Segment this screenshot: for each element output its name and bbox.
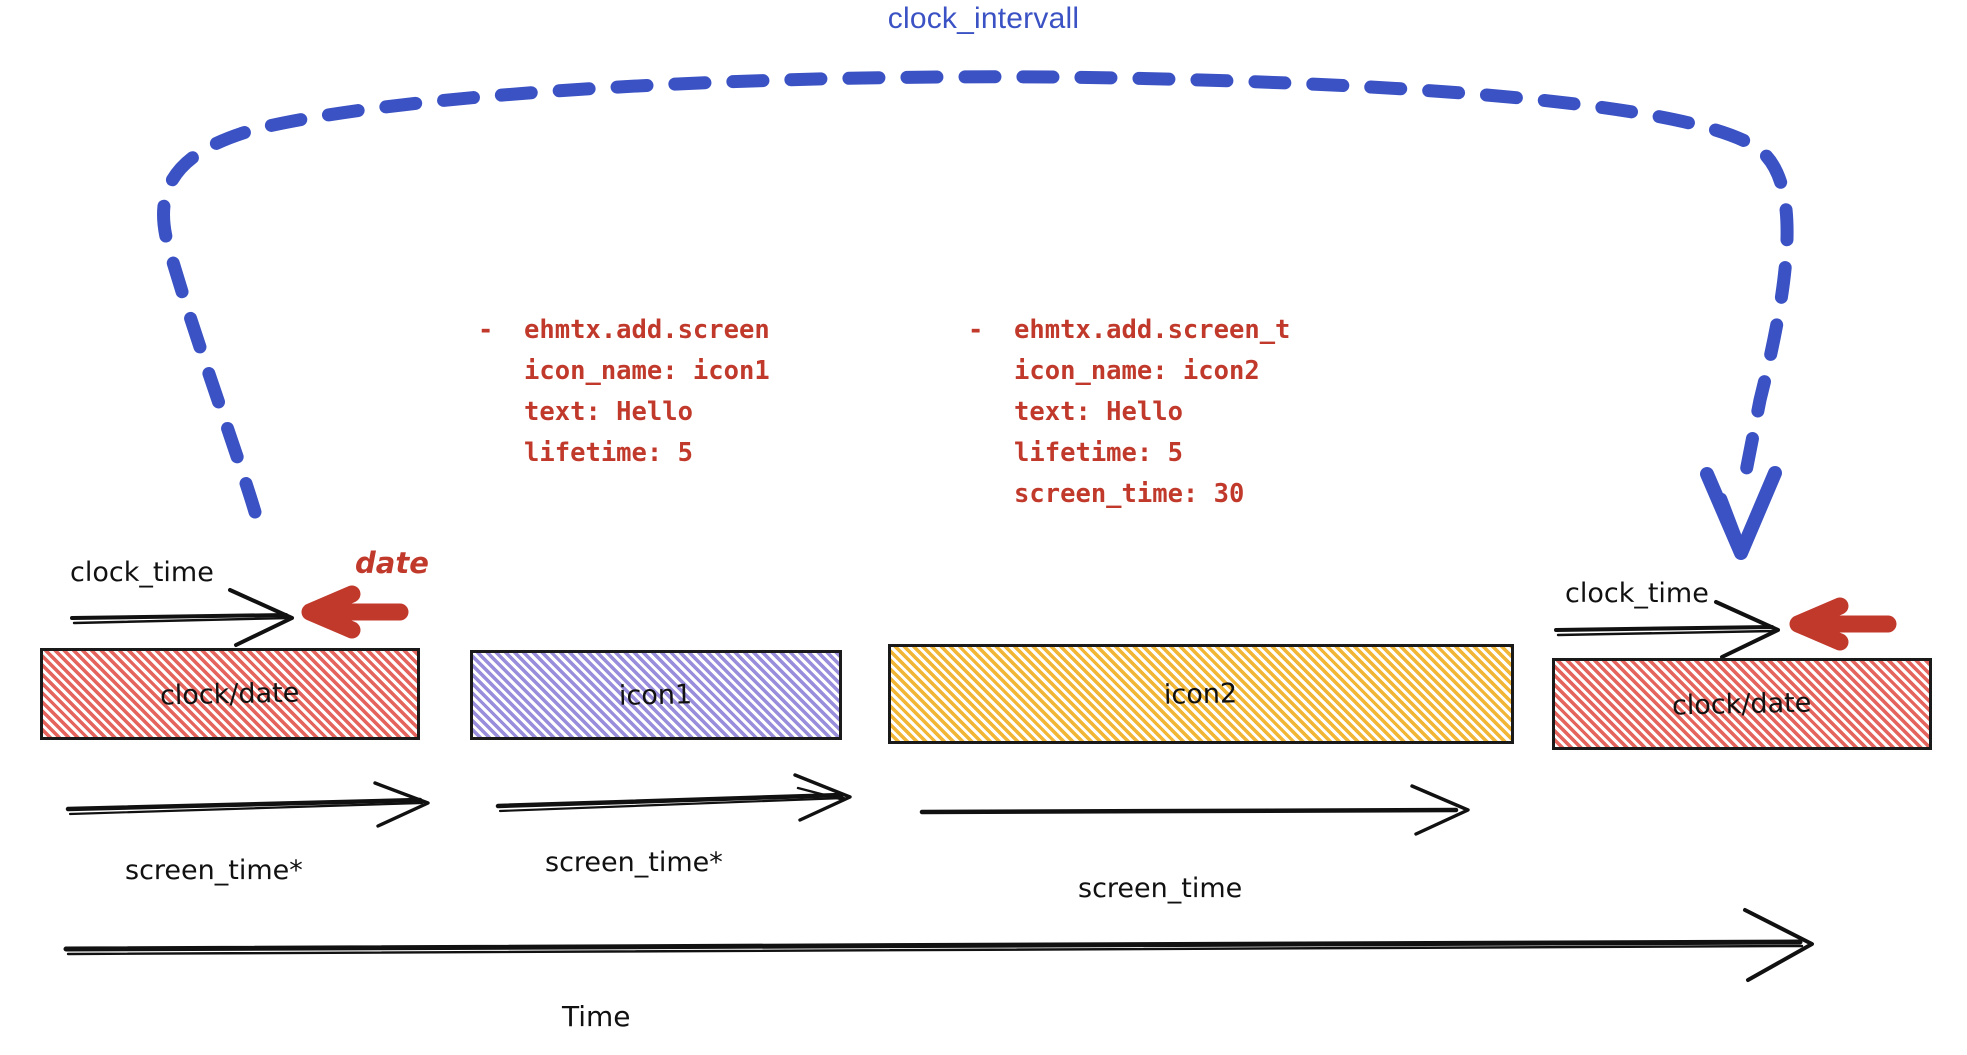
diagram-title: clock_intervall xyxy=(887,2,1080,35)
timeline-box-icon2[interactable]: icon2 xyxy=(888,644,1514,744)
date-arrow-right xyxy=(1789,597,1897,651)
code-block-add-screen: - ehmtx.add.screen icon_name: icon1 text… xyxy=(478,315,770,468)
date-arrow-left xyxy=(301,585,409,639)
label-clock-time-right: clock_time xyxy=(1565,578,1709,609)
screen-time-arrow-2 xyxy=(495,773,852,822)
label-date: date xyxy=(355,546,429,580)
timeline-box-clock-date-left[interactable]: clock/date xyxy=(40,648,420,740)
clock-time-arrow-left xyxy=(70,588,294,647)
code-block-add-screen-t: - ehmtx.add.screen_t icon_name: icon2 te… xyxy=(968,315,1291,509)
label-clock-time-left: clock_time xyxy=(70,557,214,588)
box-label: icon1 xyxy=(619,678,693,712)
box-label: clock/date xyxy=(160,677,300,711)
label-screen-time-2: screen_time* xyxy=(545,847,723,878)
time-axis-arrow xyxy=(63,908,1814,982)
box-label: clock/date xyxy=(1672,687,1812,721)
box-label: icon2 xyxy=(1164,677,1238,711)
clock-time-arrow-right xyxy=(1554,600,1780,659)
timeline-box-icon1[interactable]: icon1 xyxy=(470,650,842,740)
screen-time-arrow-3 xyxy=(919,784,1470,836)
timeline-box-clock-date-right[interactable]: clock/date xyxy=(1552,658,1932,750)
label-time-axis: Time xyxy=(562,1000,631,1033)
label-screen-time-3: screen_time xyxy=(1078,873,1243,904)
screen-time-arrow-1 xyxy=(65,781,430,828)
label-screen-time-1: screen_time* xyxy=(125,855,303,886)
